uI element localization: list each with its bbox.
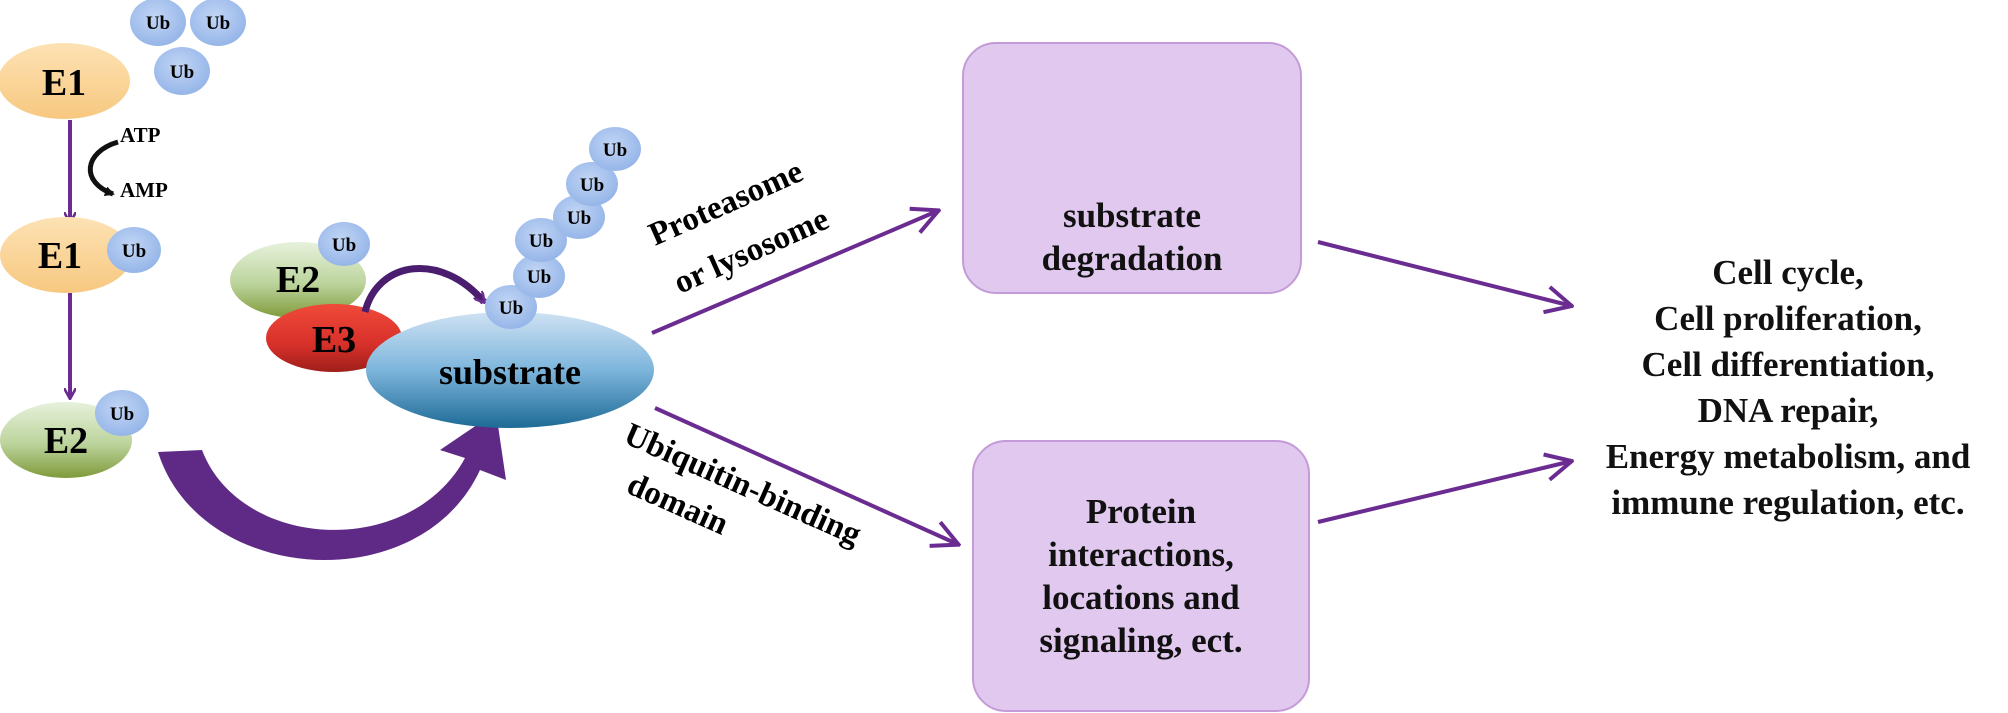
- outcome-item: Cell proliferation,: [1654, 299, 1922, 338]
- ubiquitin-label: Ub: [110, 404, 134, 425]
- e3-enzyme: [266, 304, 402, 372]
- e1-loaded-label: E1: [38, 235, 82, 277]
- ubiquitin-binding-pathway-arrow: [654, 406, 955, 543]
- e2-to-substrate-transfer-arrow: [361, 265, 487, 313]
- e1-ubiquitin-complex: E1 Ub: [0, 217, 161, 293]
- outcome-item: Cell differentiation,: [1641, 345, 1935, 384]
- ubiquitin-chain-5: [566, 162, 618, 206]
- ubiquitin-chain-6: [589, 127, 641, 171]
- protein-interactions-text: Protein interactions, locations and sign…: [1039, 492, 1243, 660]
- biological-outcomes-list: Cell cycle, Cell proliferation, Cell dif…: [1558, 250, 2008, 526]
- substrate-degradation-text: substrate degradation: [1041, 196, 1223, 278]
- ubiquitin-on-e2-complex: [318, 222, 370, 266]
- e3-label: E3: [312, 319, 356, 361]
- atp-amp-curved-arrow: [87, 139, 119, 197]
- ubiquitin-label: Ub: [499, 298, 523, 319]
- polyubiquitin-chain: Ub Ub Ub Ub Ub Ub: [485, 127, 641, 329]
- ubiquitin-free-3: [154, 47, 210, 95]
- atp-label: ATP: [120, 123, 161, 147]
- ubiquitin-on-e1: [107, 227, 161, 273]
- big-curved-arrow: [158, 412, 506, 561]
- degradation-to-outcomes-arrow: [1317, 240, 1568, 305]
- protein-interactions-box: Protein interactions, locations and sign…: [972, 440, 1310, 712]
- interactions-to-outcomes-arrow: [1317, 462, 1568, 524]
- e2-complex-label: E2: [276, 259, 320, 301]
- ubiquitin-label: Ub: [122, 241, 146, 262]
- e1-label: E1: [42, 62, 86, 104]
- outcome-item: Energy metabolism, and: [1605, 437, 1971, 476]
- e2-ubiquitin-complex: E2 Ub: [0, 390, 149, 478]
- outcome-item: immune regulation, etc.: [1611, 483, 1965, 522]
- ubiquitin-chain-1: [485, 285, 537, 329]
- ubiquitin-chain-2: [513, 254, 565, 298]
- outcome-item: Cell cycle,: [1712, 253, 1864, 292]
- ubiquitin-label: Ub: [603, 140, 627, 161]
- e2-e3-complex: E2 Ub E3: [230, 222, 402, 372]
- free-ubiquitin-group: Ub Ub Ub: [130, 0, 246, 95]
- substrate-label: substrate: [439, 352, 581, 392]
- ubiquitin-label: Ub: [529, 231, 553, 252]
- proteasome-pathway-arrow: [651, 212, 935, 335]
- amp-label: AMP: [120, 178, 168, 202]
- substrate: substrate: [366, 312, 654, 428]
- ubiquitin-label: Ub: [580, 175, 604, 196]
- ubiquitin-label: Ub: [206, 13, 230, 34]
- ubiquitin-label: Ub: [567, 208, 591, 229]
- e2-loaded-label: E2: [44, 420, 88, 462]
- e1-enzyme: E1: [0, 43, 130, 119]
- ubiquitin-label: Ub: [170, 62, 194, 83]
- substrate-degradation-box: substrate degradation: [962, 42, 1302, 294]
- ubiquitin-label: Ub: [146, 13, 170, 34]
- ubiquitin-free-2: [190, 0, 246, 46]
- ubiquitin-on-e2: [95, 390, 149, 436]
- outcome-item: DNA repair,: [1697, 391, 1879, 430]
- ubiquitin-chain-3: [515, 218, 567, 262]
- ubiquitin-label: Ub: [332, 235, 356, 256]
- ubiquitin-label: Ub: [527, 267, 551, 288]
- ubiquitin-free-1: [130, 0, 186, 46]
